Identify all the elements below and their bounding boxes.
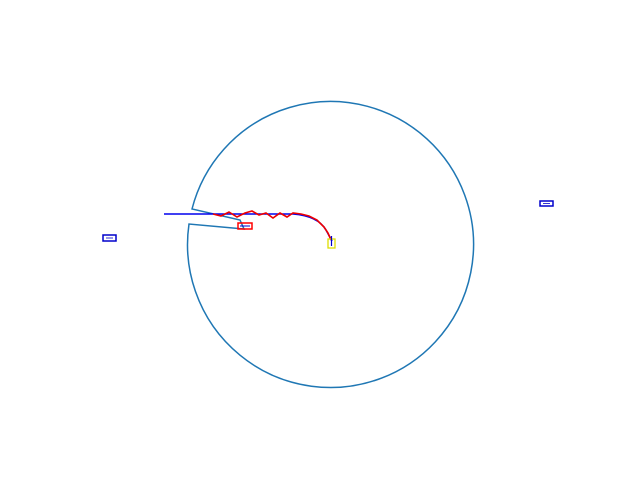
obstacle-left-body <box>102 234 117 242</box>
obstacle-left <box>102 234 117 242</box>
robot-trajectory <box>212 210 332 241</box>
obstacle-right-body <box>539 200 554 207</box>
obstacle-right <box>539 200 554 207</box>
arena-boundary <box>186 100 475 389</box>
robot-vehicle <box>237 222 253 230</box>
robot-body <box>237 222 253 230</box>
goal-marker <box>327 236 336 249</box>
